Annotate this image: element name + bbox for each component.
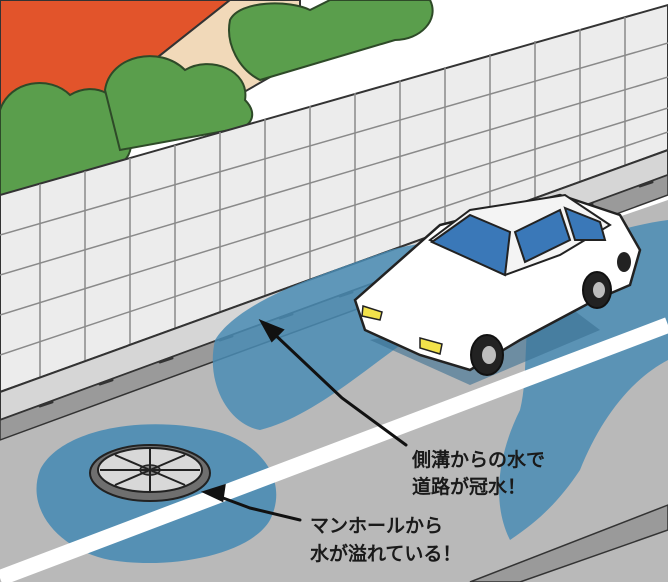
car-windshield: [430, 213, 512, 277]
annotation-manhole-line2: 水が溢れている！: [310, 542, 461, 565]
arrow-manhole-head: [200, 483, 226, 503]
wall-grid: [0, 17, 668, 378]
arrow-manhole: [213, 493, 302, 522]
block-wall: [0, 3, 668, 394]
car-wheel-side: [617, 252, 631, 272]
tree-right: [228, 0, 434, 82]
car-hubcap-front: [482, 346, 496, 364]
background-scenery: [0, 0, 434, 202]
car-hubcap-rear: [593, 282, 605, 298]
arrow-gutter-head: [258, 319, 285, 343]
car-headlight-right: [419, 337, 443, 355]
annotation-gutter-line2: 道路が冠水！: [412, 475, 526, 498]
annotation-manhole-line1: マンホールから: [310, 515, 443, 537]
car: [353, 193, 642, 385]
annotation-arrows: [200, 319, 408, 522]
manhole-spokes: [100, 449, 200, 491]
car-side-window-rear: [563, 206, 607, 241]
annotation-gutter-label: 側溝からの水で 道路が冠水！: [411, 448, 545, 498]
lane-line-main: [0, 317, 668, 582]
manhole: [89, 444, 211, 502]
annotation-manhole-label: マンホールから 水が溢れている！: [310, 515, 461, 565]
arrow-gutter: [268, 328, 408, 447]
lane-markings: [0, 317, 668, 582]
tree-middle: [103, 55, 254, 152]
crosswalk-edge: [469, 504, 668, 582]
car-side-window-front: [513, 208, 572, 264]
car-headlight-left: [361, 305, 383, 321]
annotation-gutter-line1: 側溝からの水で: [411, 448, 545, 471]
